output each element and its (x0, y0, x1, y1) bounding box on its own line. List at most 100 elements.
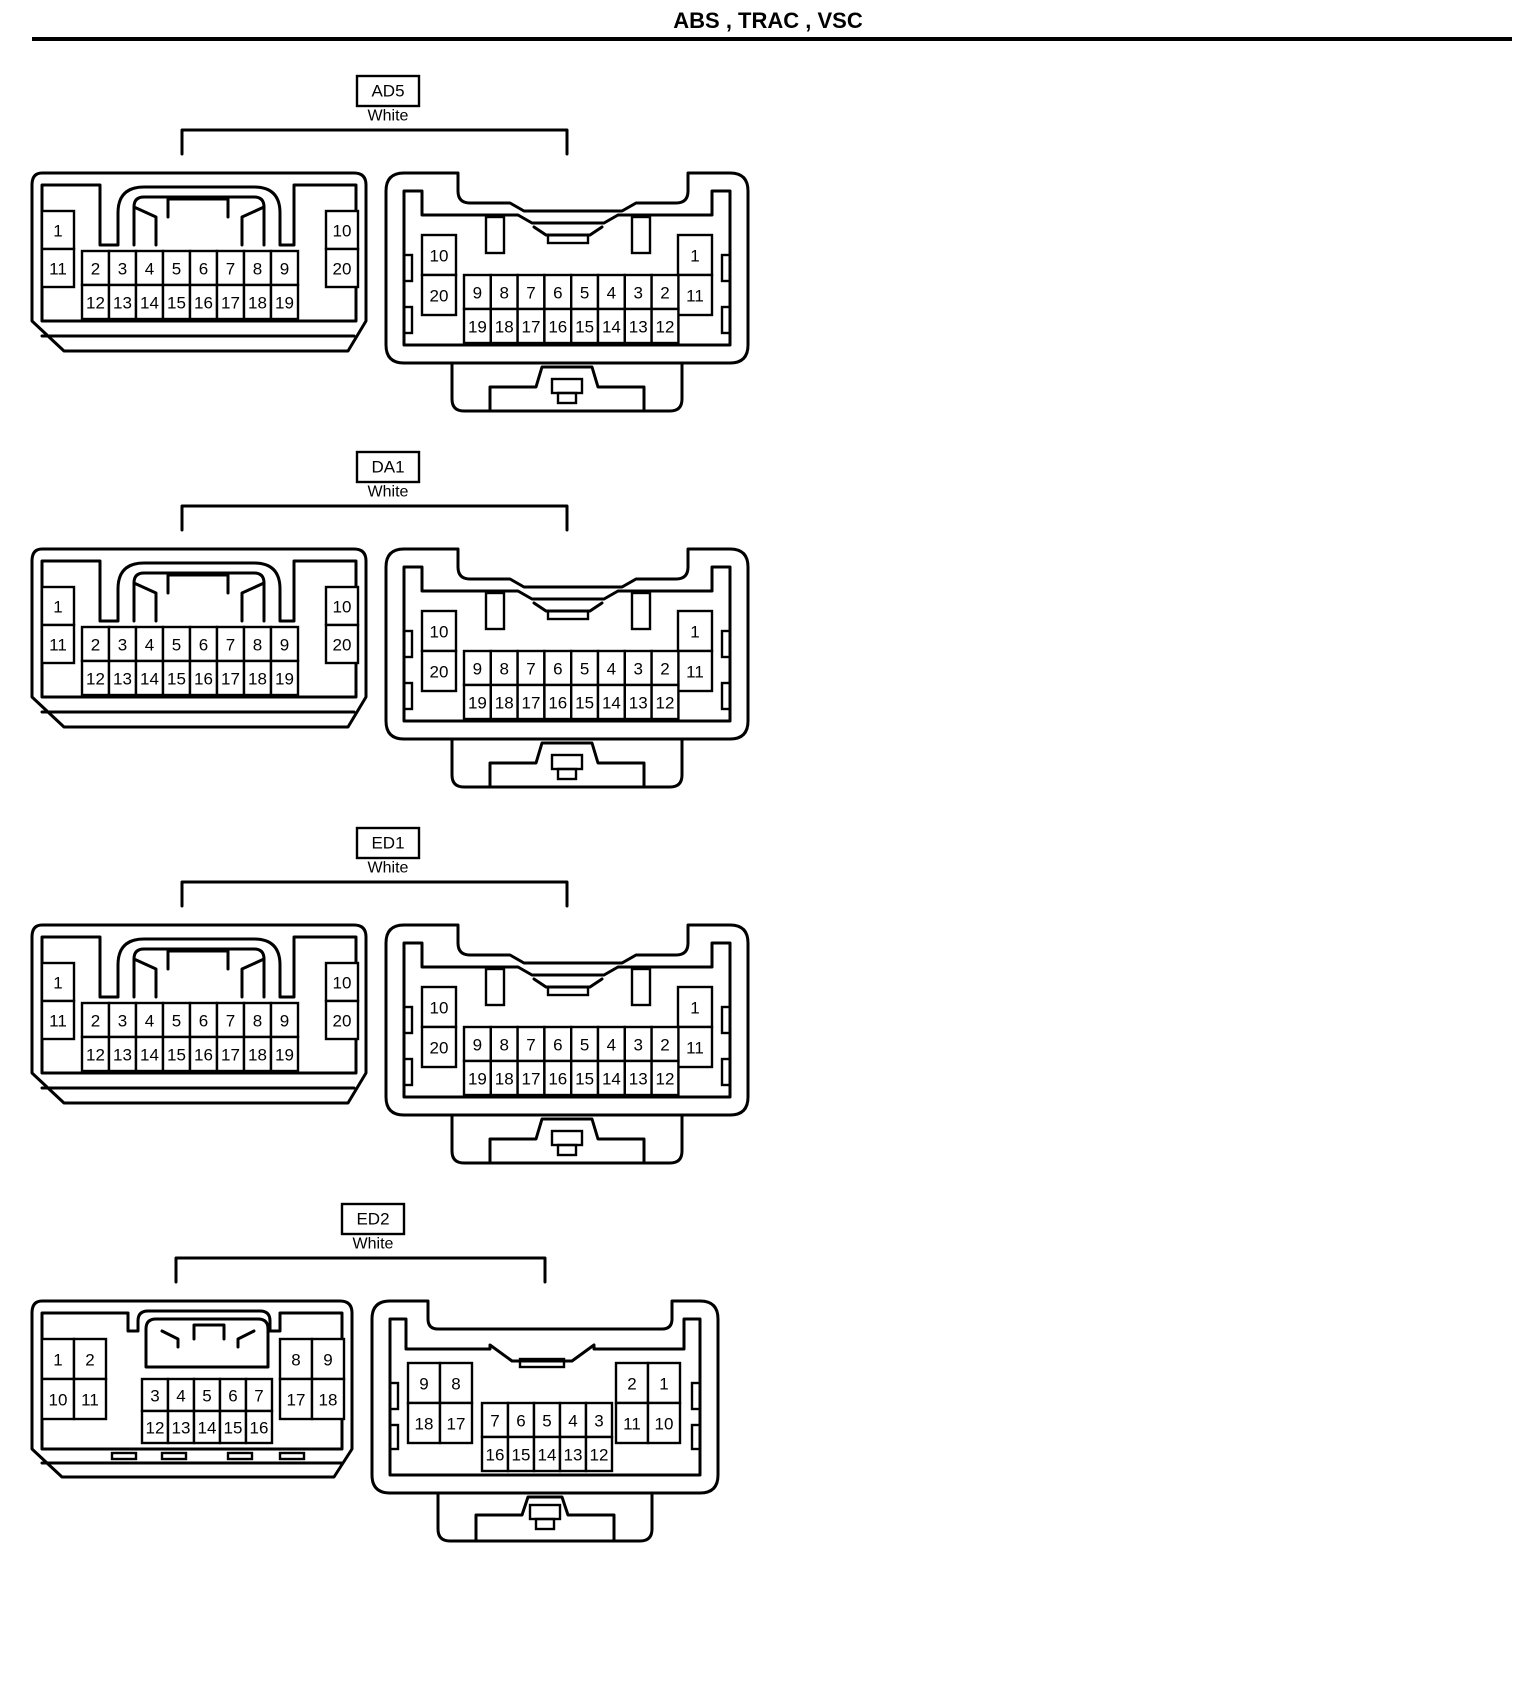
guide-right (630, 967, 652, 1007)
pin-number: 4 (176, 1387, 185, 1406)
pin-number: 9 (473, 660, 482, 679)
pin-number: 14 (602, 318, 621, 337)
pin-cell-box (676, 609, 714, 653)
lock-left (132, 205, 158, 247)
pin-cell: 18 (242, 659, 273, 697)
pin-number: 6 (516, 1412, 525, 1431)
pin-number: 17 (522, 318, 541, 337)
pin-cell: 15 (569, 307, 600, 345)
pin-cell: 11 (72, 1377, 108, 1421)
pin-cell: 1 (40, 585, 76, 627)
pin-number: 10 (655, 1415, 674, 1434)
pin-cell: 9 (310, 1337, 346, 1381)
pin-number: 19 (275, 294, 294, 313)
pin-cell-box (215, 1035, 246, 1073)
pin-cell-box (324, 585, 360, 627)
pin-cell: 12 (80, 659, 111, 697)
pin-number: 2 (627, 1375, 636, 1394)
pin-number: 12 (656, 318, 675, 337)
pin-number: 2 (91, 636, 100, 655)
pin-cell: 20 (420, 1025, 458, 1069)
pin-cell: 5 (569, 273, 600, 311)
pin-cell: 13 (558, 1435, 588, 1473)
pin-number: 15 (512, 1446, 531, 1465)
bottom-lock-pin (556, 767, 578, 781)
pin-cell: 16 (188, 659, 219, 697)
lock-left (160, 1329, 180, 1349)
pin-cell: 17 (438, 1401, 474, 1445)
guide-right (630, 215, 652, 255)
pin-cell-box (420, 273, 458, 317)
pin-cell-box (558, 1435, 588, 1473)
guide-left (484, 591, 506, 631)
pin-cell-box (324, 999, 360, 1041)
pin-cell: 11 (676, 1025, 714, 1069)
bottom-housing (450, 1113, 684, 1165)
lock-right (240, 205, 266, 247)
pin-number: 8 (253, 636, 262, 655)
pin-number: 4 (145, 1012, 154, 1031)
pin-cell-box (269, 659, 300, 697)
pin-number: 5 (580, 284, 589, 303)
rib-right-bottom (690, 1423, 702, 1451)
pin-cell: 1 (676, 609, 714, 653)
pin-number: 1 (690, 623, 699, 642)
pin-cell-box (215, 249, 246, 287)
pin-cell: 19 (269, 659, 300, 697)
pin-number: 19 (468, 694, 487, 713)
pin-number: 4 (607, 660, 616, 679)
pin-number: 19 (275, 670, 294, 689)
pin-number: 11 (81, 1391, 99, 1410)
pin-cell: 5 (569, 1025, 600, 1063)
pin-cell-box (242, 283, 273, 321)
lock-arch (132, 947, 266, 999)
pin-number: 12 (590, 1446, 609, 1465)
latch (546, 233, 590, 245)
pin-cell: 2 (614, 1361, 650, 1405)
pin-cell-box (650, 1059, 680, 1097)
pin-cell: 16 (480, 1435, 510, 1473)
pin-number: 18 (415, 1415, 434, 1434)
pin-cell: 11 (40, 999, 76, 1041)
pin-cell: 14 (192, 1409, 222, 1445)
pin-cell: 10 (324, 585, 360, 627)
pin-cell: 4 (166, 1377, 196, 1413)
pin-cell: 16 (543, 1059, 573, 1097)
pin-number: 10 (333, 222, 352, 241)
pin-number: 8 (253, 260, 262, 279)
pin-cell: 8 (242, 1001, 273, 1039)
pin-number: 8 (499, 660, 508, 679)
bottom-housing (436, 1491, 654, 1543)
connector-cavity (40, 559, 358, 699)
pin-number: 6 (228, 1387, 237, 1406)
pin-cell: 5 (532, 1401, 562, 1439)
pin-cell: 10 (420, 985, 458, 1029)
pin-cell: 11 (676, 649, 714, 693)
pin-number: 3 (633, 660, 642, 679)
pin-cell: 18 (489, 1059, 519, 1097)
connector-code-box (355, 826, 421, 860)
pin-cell: 7 (215, 1001, 246, 1039)
foot-mid-right (226, 1451, 254, 1461)
pin-cell-box (269, 1001, 300, 1039)
connector-code: ED1 (371, 834, 404, 853)
pin-cell-box (584, 1401, 614, 1439)
pin-cell: 15 (218, 1409, 248, 1445)
pin-cell: 17 (516, 683, 546, 721)
pin-number: 11 (49, 260, 67, 279)
latch (518, 1357, 566, 1369)
pin-cell: 20 (324, 247, 360, 289)
connector-code: AD5 (371, 82, 404, 101)
pin-cell-box (420, 609, 458, 653)
pin-number: 1 (690, 999, 699, 1018)
bottom-lock-tab (528, 1503, 562, 1521)
connector-code-box (340, 1202, 406, 1236)
pin-cell-box (269, 625, 300, 663)
pin-cell-box (623, 1059, 653, 1097)
